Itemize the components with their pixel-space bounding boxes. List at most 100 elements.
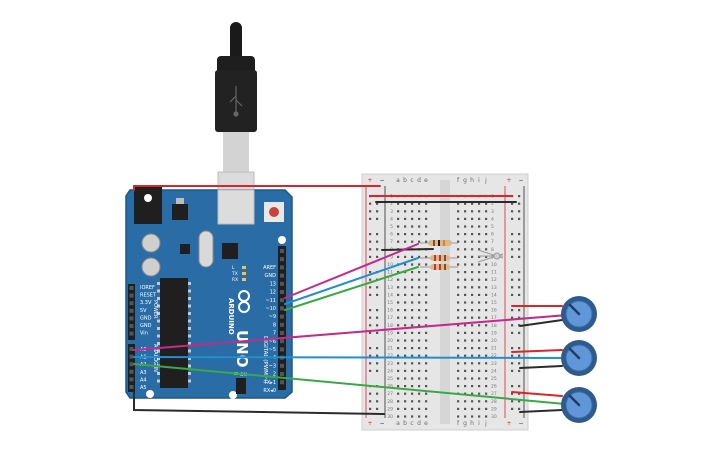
potentiometer-3[interactable] [561, 387, 597, 423]
digital-header-holes [280, 249, 284, 385]
header-hole [129, 362, 134, 367]
breadboard-hole [425, 392, 428, 395]
analog-pin-label: A5 [140, 385, 147, 391]
breadboard-hole [485, 240, 488, 243]
breadboard-hole [376, 354, 379, 357]
breadboard-hole [376, 309, 379, 312]
breadboard-hole [464, 210, 467, 213]
breadboard-hole [404, 217, 407, 220]
breadboard-hole [464, 248, 467, 251]
breadboard-hole [425, 316, 428, 319]
resistor-1 [420, 240, 458, 246]
breadboard-hole [376, 248, 379, 251]
breadboard-hole [511, 369, 514, 372]
breadboard-hole [471, 407, 474, 410]
breadboard-hole [457, 255, 460, 258]
breadboard-hole [457, 240, 460, 243]
breadboard-hole [464, 331, 467, 334]
potentiometer-2[interactable] [561, 340, 597, 376]
digital-pin-label: 7 [273, 331, 276, 337]
breadboard-hole [471, 286, 474, 289]
breadboard-hole [457, 217, 460, 220]
breadboard-hole [478, 202, 481, 205]
breadboard-hole [404, 324, 407, 327]
header-hole [280, 372, 284, 376]
breadboard-hole [411, 331, 414, 334]
wire-5v-to-rail [133, 185, 381, 191]
breadboard-hole [457, 248, 460, 251]
chip-pin [157, 297, 160, 300]
capacitor [141, 257, 161, 277]
header-hole [280, 339, 284, 344]
chip-pin [157, 312, 160, 315]
breadboard-hole [471, 225, 474, 228]
breadboard-hole [485, 271, 488, 274]
breadboard-hole [411, 217, 414, 220]
wire-gnd-to-rail [133, 391, 385, 415]
breadboard-hole [464, 217, 467, 220]
breadboard-hole [397, 415, 400, 418]
row-number: 8 [491, 247, 494, 253]
breadboard-hole [511, 347, 514, 350]
header-hole [129, 308, 134, 313]
breadboard-hole [478, 301, 481, 304]
header-hole [280, 281, 284, 286]
breadboard-hole [425, 255, 428, 258]
column-letter: c [410, 420, 413, 427]
breadboard-hole [369, 354, 372, 357]
rail-sign: + [506, 420, 511, 427]
breadboard-hole [485, 415, 488, 418]
header-hole [280, 380, 284, 385]
breadboard-hole [411, 293, 414, 296]
breadboard-hole [464, 339, 467, 342]
row-number: 27 [387, 391, 393, 397]
breadboard-hole [425, 225, 428, 228]
led-label: RX [232, 277, 238, 283]
row-number: 3 [390, 209, 393, 215]
column-letter: g [463, 177, 467, 184]
usb-jack [217, 189, 255, 225]
chip-pin [188, 357, 191, 360]
breadboard-hole [411, 385, 414, 388]
breadboard-hole [418, 210, 421, 213]
breadboard-hole [478, 339, 481, 342]
breadboard-hole [511, 316, 514, 319]
breadboard-hole [471, 301, 474, 304]
breadboard-hole [511, 248, 514, 251]
breadboard-hole [478, 293, 481, 296]
reset-button-cap[interactable] [269, 207, 279, 217]
header-hole [129, 331, 134, 336]
breadboard-hole [411, 309, 414, 312]
breadboard-hole [464, 240, 467, 243]
breadboard-hole [471, 415, 474, 418]
header-hole [280, 306, 284, 311]
breadboard-hole [425, 331, 428, 334]
breadboard-hole [518, 233, 521, 236]
breadboard-hole [376, 362, 379, 365]
breadboard-hole [457, 377, 460, 380]
breadboard-hole [471, 369, 474, 372]
breadboard-hole [369, 369, 372, 372]
led-label: L [232, 265, 235, 271]
breadboard-hole [511, 240, 514, 243]
breadboard-hole [425, 347, 428, 350]
breadboard-hole [511, 354, 514, 357]
chip-pin [188, 312, 191, 315]
breadboard-hole [425, 339, 428, 342]
breadboard-hole [425, 278, 428, 281]
breadboard-hole [404, 347, 407, 350]
digital-pin-label: ~9 [269, 314, 276, 320]
analog-header [128, 344, 135, 392]
breadboard-hole [478, 415, 481, 418]
breadboard-hole [478, 354, 481, 357]
breadboard-row-numbers: 1122334455667788991010111112121313141415… [387, 194, 497, 420]
row-number: 22 [387, 353, 393, 359]
breadboard-hole [471, 263, 474, 266]
potentiometer-1[interactable] [561, 296, 597, 332]
mounting-hole [278, 236, 286, 244]
breadboard-hole [511, 278, 514, 281]
breadboard-hole [485, 316, 488, 319]
icsp-header [236, 378, 246, 394]
